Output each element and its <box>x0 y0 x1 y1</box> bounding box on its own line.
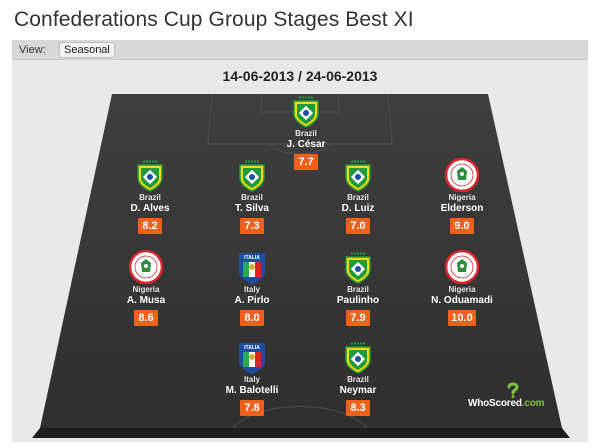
player-name: M. Balotelli <box>225 385 279 396</box>
player-name: Paulinho <box>336 295 380 306</box>
player-name: Neymar <box>339 385 377 396</box>
player-card-goalkeeper[interactable]: Brazil J. César 7.7 <box>246 94 366 170</box>
whoscored-logo: WhoScored.com <box>468 382 545 409</box>
player-rating: 7.0 <box>346 218 370 234</box>
player-rating: 8.0 <box>240 310 264 326</box>
player-rating: 8.3 <box>346 400 370 416</box>
whoscored-brand-suffix: .com <box>521 398 545 409</box>
player-rating: 9.0 <box>450 218 474 234</box>
nigeria-badge-icon <box>445 250 479 284</box>
player-rating: 8.2 <box>138 218 162 234</box>
player-card-centre-mid-1[interactable]: ITALIA Italy A. Pirlo 8.0 <box>192 250 312 326</box>
view-toolbar: View: Seasonal <box>12 40 588 60</box>
player-country: Brazil <box>347 375 369 384</box>
player-rating: 7.7 <box>294 154 318 170</box>
nigeria-badge-icon <box>129 250 163 284</box>
brazil-badge-icon <box>133 158 167 192</box>
brazil-badge-icon <box>341 340 375 374</box>
player-name: N. Oduamadi <box>431 295 493 306</box>
player-country: Italy <box>243 285 260 294</box>
player-name: D. Luiz <box>341 203 375 214</box>
nigeria-badge-icon <box>445 158 479 192</box>
brazil-badge-icon <box>289 94 323 128</box>
player-card-right-mid[interactable]: Nigeria A. Musa 8.6 <box>86 250 206 326</box>
player-country: Nigeria <box>132 285 160 294</box>
player-card-left-back[interactable]: Nigeria Elderson 9.0 <box>402 158 522 234</box>
player-country: Brazil <box>347 193 369 202</box>
brazil-badge-icon <box>341 158 375 192</box>
player-country: Italy <box>243 375 260 384</box>
brazil-badge-icon <box>235 158 269 192</box>
player-name: J. César <box>286 139 326 150</box>
player-card-right-back[interactable]: Brazil D. Alves 8.2 <box>90 158 210 234</box>
player-rating: 10.0 <box>448 310 476 326</box>
whoscored-question-icon <box>507 382 519 398</box>
player-country: Brazil <box>347 285 369 294</box>
player-rating: 7.9 <box>346 310 370 326</box>
italy-badge-icon: ITALIA <box>235 340 269 374</box>
player-name: T. Silva <box>235 203 269 214</box>
player-country: Brazil <box>139 193 161 202</box>
whoscored-brand-text: WhoScored <box>468 398 522 409</box>
player-name: Elderson <box>440 203 484 214</box>
player-card-centre-back-1[interactable]: Brazil T. Silva 7.3 <box>192 158 312 234</box>
player-card-centre-mid-2[interactable]: Brazil Paulinho 7.9 <box>298 250 418 326</box>
player-name: D. Alves <box>130 203 170 214</box>
player-rating: 7.3 <box>240 218 264 234</box>
player-country: Nigeria <box>448 193 476 202</box>
date-range: 14-06-2013 / 24-06-2013 <box>222 68 378 84</box>
brazil-badge-icon <box>341 250 375 284</box>
player-rating: 8.6 <box>134 310 158 326</box>
player-country: Nigeria <box>448 285 476 294</box>
player-country: Brazil <box>241 193 263 202</box>
page-title: Confederations Cup Group Stages Best XI <box>14 8 414 31</box>
player-card-striker-1[interactable]: ITALIA Italy M. Balotelli 7.8 <box>192 340 312 416</box>
player-card-centre-back-2[interactable]: Brazil D. Luiz 7.0 <box>298 158 418 234</box>
player-country: Brazil <box>295 129 317 138</box>
pitch-edge <box>32 428 570 438</box>
svg-text:ITALIA: ITALIA <box>244 255 260 261</box>
player-name: A. Pirlo <box>234 295 270 306</box>
view-seasonal-button[interactable]: Seasonal <box>59 42 115 58</box>
player-card-left-mid[interactable]: Nigeria N. Oduamadi 10.0 <box>402 250 522 326</box>
player-card-striker-2[interactable]: Brazil Neymar 8.3 <box>298 340 418 416</box>
italy-badge-icon: ITALIA <box>235 250 269 284</box>
player-rating: 7.8 <box>240 400 264 416</box>
pitch-surface <box>40 94 562 428</box>
view-label: View: <box>19 44 46 56</box>
svg-text:ITALIA: ITALIA <box>244 345 260 351</box>
player-name: A. Musa <box>126 295 166 306</box>
